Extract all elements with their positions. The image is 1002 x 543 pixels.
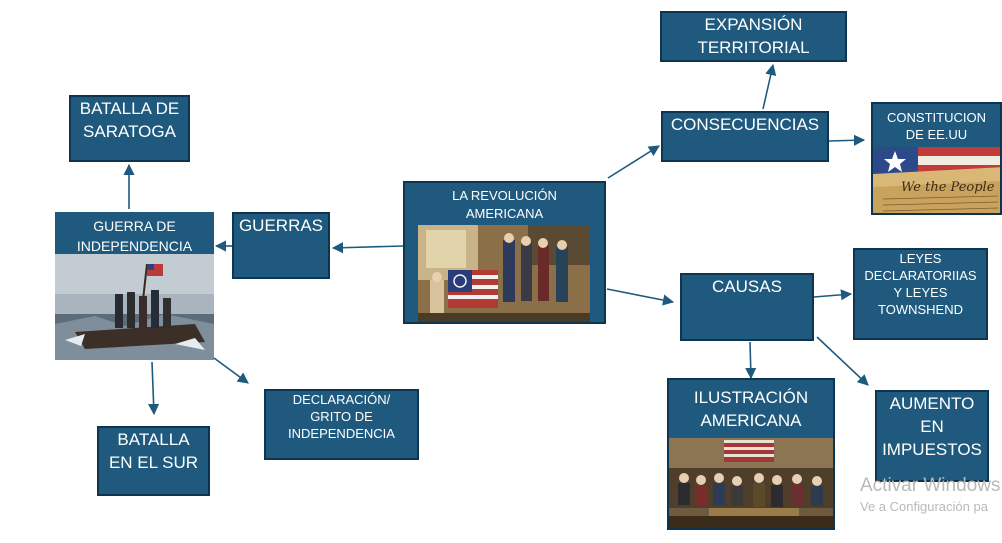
node-declaracion-label: DECLARACIÓN/ GRITO DE INDEPENDENCIA xyxy=(288,392,395,441)
constitution-flag-image: We the People xyxy=(873,147,1000,213)
node-expansion-territorial[interactable]: EXPANSIÓN TERRITORIAL xyxy=(660,11,847,62)
node-guerra-independencia[interactable]: GUERRA DE INDEPENDENCIA xyxy=(55,212,214,360)
arrow-causas-leyes xyxy=(813,289,853,301)
node-causas[interactable]: CAUSAS xyxy=(680,273,814,341)
node-batalla-sur-label: BATALLA EN EL SUR xyxy=(108,430,199,472)
node-guerras[interactable]: GUERRAS xyxy=(232,212,330,279)
node-saratoga-label: BATALLA DE SARATOGA xyxy=(79,99,180,141)
node-constitucion[interactable]: CONSTITUCION DE EE.UU We the People xyxy=(871,102,1002,215)
revolution-painting-image xyxy=(418,225,590,322)
node-batalla-sur[interactable]: BATALLA EN EL SUR xyxy=(97,426,210,496)
node-constitucion-label: CONSTITUCION DE EE.UU xyxy=(887,110,986,142)
node-consecuencias[interactable]: CONSECUENCIAS xyxy=(661,111,829,162)
arrow-revolucion-consecuencias xyxy=(607,145,660,179)
node-expansion-label: EXPANSIÓN TERRITORIAL xyxy=(697,15,810,57)
activation-watermark-subtitle: Ve a Configuración pa xyxy=(860,499,988,514)
node-guerras-label: GUERRAS xyxy=(238,216,324,235)
constitution-script-text: We the People xyxy=(901,180,995,195)
node-leyes-label: LEYES DECLARATORIIAS Y LEYES TOWNSHEND xyxy=(864,251,977,317)
node-ilustracion-label: ILUSTRACIÓN AMERICANA xyxy=(693,388,809,430)
node-leyes[interactable]: LEYES DECLARATORIIAS Y LEYES TOWNSHEND xyxy=(853,248,988,340)
node-batalla-saratoga[interactable]: BATALLA DE SARATOGA xyxy=(69,95,190,162)
node-guerra-independencia-label: GUERRA DE INDEPENDENCIA xyxy=(76,218,193,254)
arrow-guerra-batalla-sur xyxy=(148,361,160,416)
arrow-causas-ilustracion xyxy=(745,341,757,380)
arrow-consecuencias-constitucion xyxy=(828,134,866,146)
arrow-causas-impuestos xyxy=(816,336,869,386)
arrow-guerra-declaracion xyxy=(213,357,249,384)
node-revolucion-americana[interactable]: LA REVOLUCIÓN AMERICANA xyxy=(403,181,606,324)
arrow-revolucion-causas xyxy=(606,288,675,306)
node-consecuencias-label: CONSECUENCIAS xyxy=(670,115,820,134)
node-aumento-impuestos[interactable]: AUMENTO EN IMPUESTOS xyxy=(875,390,989,482)
node-causas-label: CAUSAS xyxy=(712,277,782,296)
arrow-consecuencias-expansion xyxy=(762,63,777,110)
node-declaracion[interactable]: DECLARACIÓN/ GRITO DE INDEPENDENCIA xyxy=(264,389,419,460)
node-revolucion-label: LA REVOLUCIÓN AMERICANA xyxy=(452,188,557,221)
washington-crossing-image xyxy=(55,254,214,360)
node-impuestos-label: AUMENTO EN IMPUESTOS xyxy=(882,394,982,459)
node-ilustracion-americana[interactable]: ILUSTRACIÓN AMERICANA xyxy=(667,378,835,530)
declaration-painting-image xyxy=(669,438,833,528)
activation-watermark-title: Activar Windows xyxy=(860,475,1001,496)
arrow-revolucion-guerras xyxy=(331,242,404,254)
